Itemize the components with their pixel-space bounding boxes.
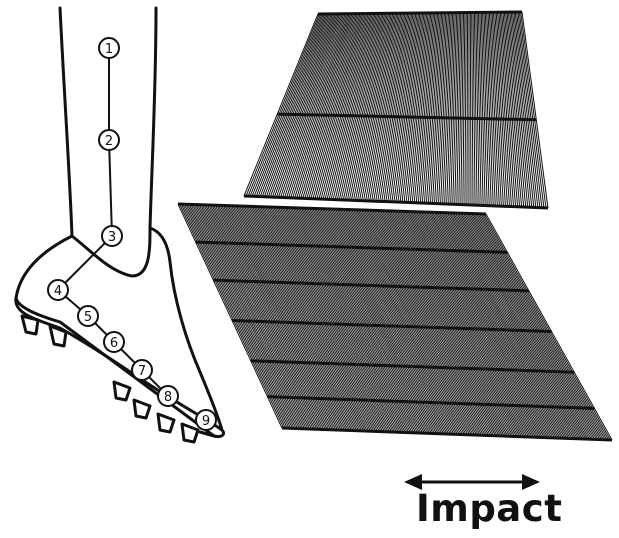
marker-5: 5 [78, 306, 98, 326]
cleat [114, 382, 130, 400]
marker-3: 3 [102, 226, 122, 246]
marker-8: 8 [158, 386, 178, 406]
foot-stick-figure-trace [178, 204, 612, 440]
cleat [22, 316, 38, 334]
shank-stick-figure-trace [244, 12, 548, 208]
marker-label: 1 [105, 42, 113, 57]
shin-back-outline [60, 8, 72, 236]
trace-line [467, 13, 468, 205]
trace-line [472, 12, 473, 205]
impact-label: Impact [416, 490, 562, 527]
marker-label: 6 [110, 336, 118, 351]
marker-4: 4 [48, 280, 68, 300]
marker-label: 9 [202, 414, 210, 429]
trace-contour [318, 12, 522, 14]
marker-1: 1 [99, 38, 119, 58]
marker-9: 9 [196, 410, 216, 430]
marker-6: 6 [104, 332, 124, 352]
marker-label: 7 [138, 364, 146, 379]
shin-front-outline [150, 8, 156, 228]
cleat [134, 400, 150, 418]
marker-chain [58, 48, 206, 420]
marker-label: 2 [105, 134, 113, 149]
trace-line [465, 13, 466, 205]
trace-line [470, 13, 471, 205]
marker-label: 5 [84, 310, 92, 325]
shoe-sole [16, 298, 214, 436]
marker-label: 4 [54, 284, 62, 299]
marker-label: 8 [164, 390, 172, 405]
marker-7: 7 [132, 360, 152, 380]
shoe-upper-outline [16, 228, 224, 437]
marker-label: 3 [108, 230, 116, 245]
cleat [158, 414, 174, 432]
marker-2: 2 [99, 130, 119, 150]
cleat [182, 424, 198, 442]
trace-line [254, 14, 325, 196]
